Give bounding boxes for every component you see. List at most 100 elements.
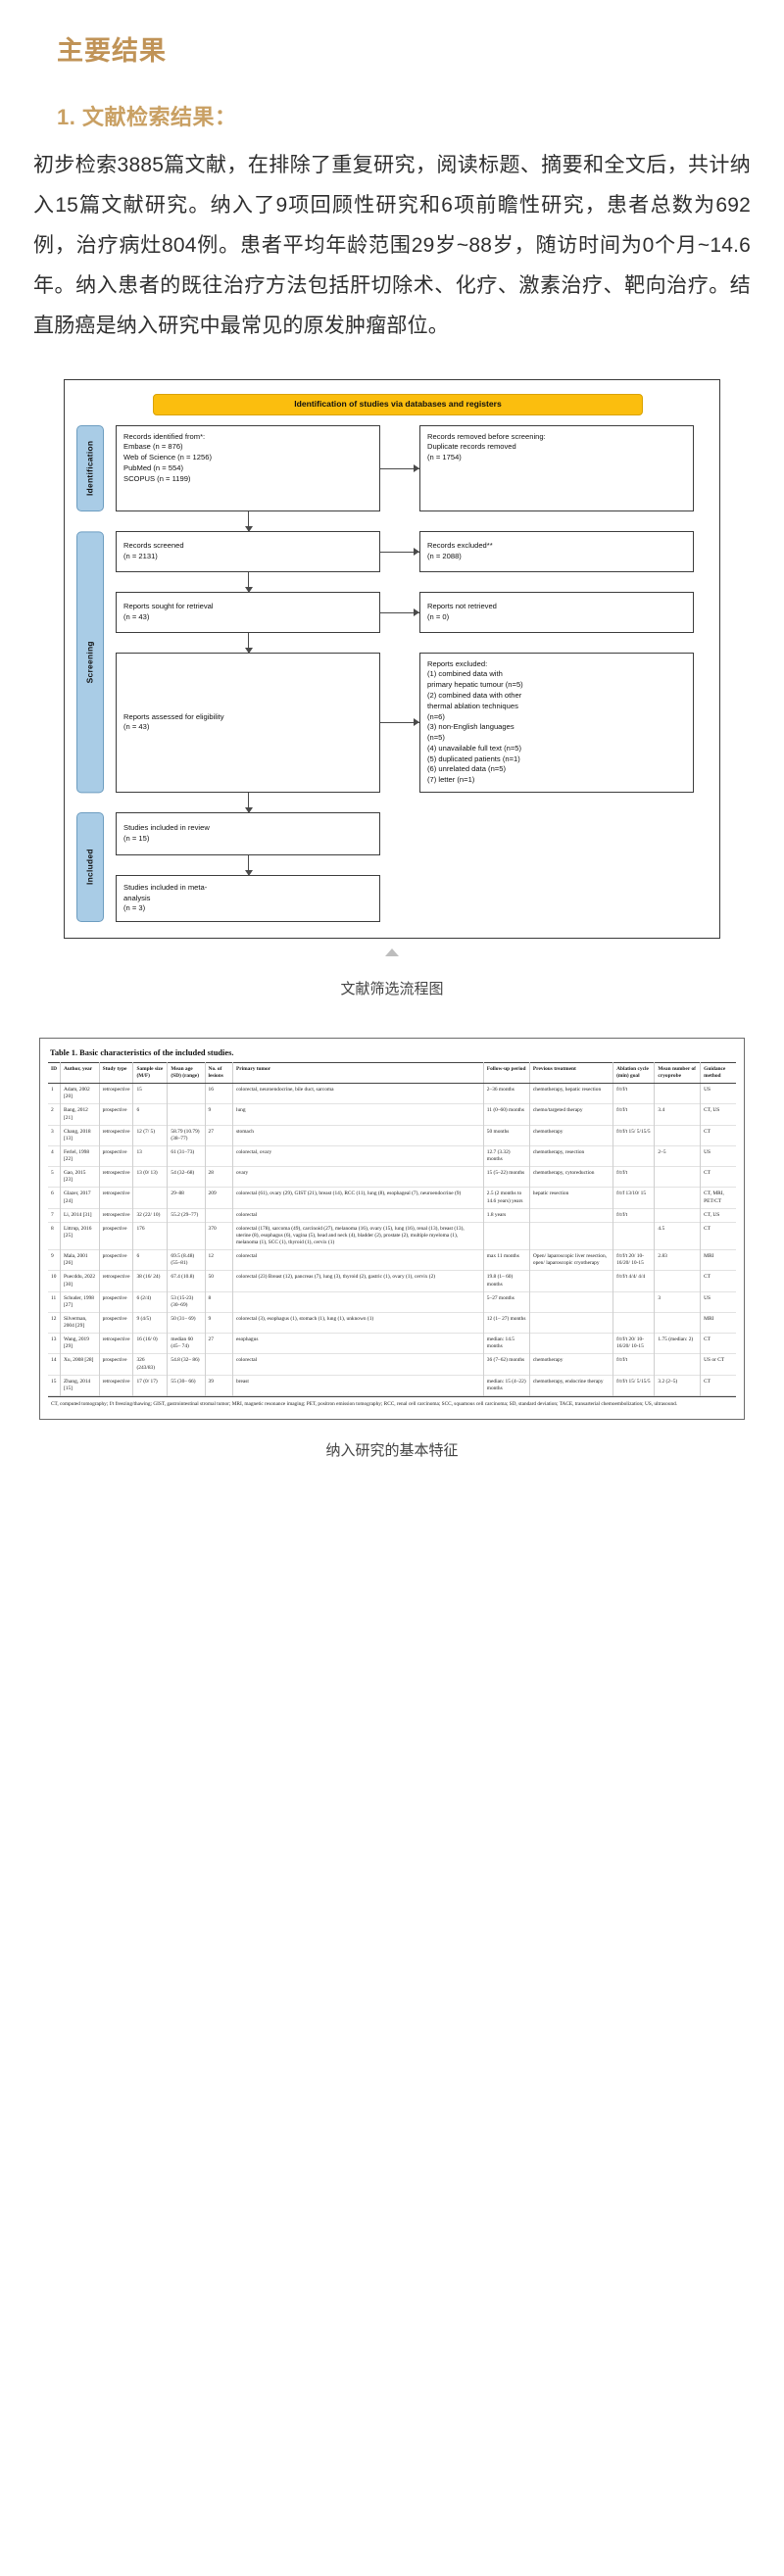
table-cell: 17 (0/ 17) bbox=[132, 1375, 169, 1396]
table-cell: breast bbox=[232, 1375, 484, 1396]
table-cell: 50 (31– 69) bbox=[167, 1312, 206, 1334]
table-cell: f/t/f 13/10/ 15 bbox=[612, 1187, 656, 1209]
table-cell: colorectal bbox=[232, 1208, 484, 1223]
collapse-caret-icon[interactable] bbox=[385, 948, 399, 956]
spacer-15 bbox=[104, 793, 116, 812]
table-cell: retrospective bbox=[99, 1270, 134, 1292]
box-records-removed: Records removed before screening: Duplic… bbox=[419, 424, 694, 511]
table-cell bbox=[205, 1208, 233, 1223]
spacer-19 bbox=[380, 812, 419, 855]
table-cell: 11 bbox=[48, 1291, 61, 1313]
connector-sought-assessed bbox=[116, 632, 380, 654]
spacer-18 bbox=[104, 812, 116, 855]
table-cell: f/t/f/t 4/4/ 4/4 bbox=[612, 1270, 656, 1292]
table-cell: 38 (16/ 24) bbox=[132, 1270, 169, 1292]
table-cell: 9 (4/5) bbox=[132, 1312, 169, 1334]
table-cell: US or CT bbox=[704, 1357, 725, 1364]
table-cell: 27 bbox=[205, 1333, 233, 1354]
spacer-5 bbox=[104, 531, 116, 572]
table-cell: 39 bbox=[205, 1375, 233, 1396]
table-cell bbox=[167, 1083, 206, 1104]
table-cell: 4 bbox=[48, 1145, 61, 1167]
table-cell: 36 (7–62) months bbox=[483, 1353, 530, 1376]
table-cell: 55.2 (29–77) bbox=[167, 1208, 206, 1223]
table-cell: chemotherapy, cytoreduction bbox=[529, 1166, 614, 1188]
table-cell: 13 bbox=[132, 1145, 169, 1167]
table-cell: 16 bbox=[205, 1083, 233, 1104]
table-caption: 纳入研究的基本特征 bbox=[325, 1441, 459, 1459]
table-cell: colorectal, ovary bbox=[232, 1145, 484, 1167]
spacer-26 bbox=[419, 875, 694, 922]
figure-caption: 文献筛选流程图 bbox=[340, 980, 444, 997]
table-cell: Bang, 2012 [21] bbox=[60, 1103, 100, 1126]
table-cell: 3 bbox=[654, 1291, 702, 1313]
table-cell: 15 bbox=[132, 1083, 169, 1104]
connector-identified-screened bbox=[116, 510, 380, 532]
table-cell: Chang, 2018 [13] bbox=[60, 1125, 100, 1146]
spacer-1 bbox=[104, 425, 116, 511]
connector-assessed-included bbox=[116, 792, 380, 813]
table-cell: retrospective bbox=[99, 1187, 134, 1209]
table-cell: 5 bbox=[48, 1166, 61, 1188]
table-cell: chemotherapy, hepatic resection bbox=[529, 1083, 614, 1104]
table-cell: MRI bbox=[704, 1253, 714, 1260]
prisma-diagram: Identification of studies via databases … bbox=[64, 379, 720, 939]
table-cell: 69.5 (8.48) (55–81) bbox=[167, 1249, 206, 1271]
table-cell: 6 bbox=[48, 1187, 61, 1209]
table-cell: 12.7 (3.32) months bbox=[483, 1145, 530, 1167]
table-cell: max 11 months bbox=[483, 1249, 530, 1271]
table-cell: 13 (0/ 13) bbox=[132, 1166, 169, 1188]
box-reports-assessed: Reports assessed for eligibility (n = 43… bbox=[116, 652, 380, 793]
spacer-2 bbox=[104, 511, 116, 531]
table-cell: prospective bbox=[99, 1222, 134, 1250]
box-reports-sought: Reports sought for retrieval (n = 43) bbox=[116, 591, 380, 633]
table-cell: Zhang, 2014 [15] bbox=[60, 1375, 100, 1396]
spacer-6 bbox=[104, 572, 116, 592]
table-cell bbox=[529, 1333, 614, 1354]
table-cell: colorectal (23) Breast (12), pancreas (7… bbox=[232, 1270, 484, 1292]
table-cell: CT, US bbox=[704, 1107, 720, 1114]
table-cell: f/t/f/t 20/ 10-16/20/ 10-15 bbox=[612, 1333, 656, 1354]
phase-identification: Identification bbox=[76, 424, 104, 511]
table-cell bbox=[654, 1208, 702, 1223]
table-column-header: Author, year bbox=[60, 1061, 100, 1085]
table-cell bbox=[167, 1222, 206, 1250]
table-cell: retrospective bbox=[99, 1083, 134, 1104]
spacer-22 bbox=[380, 855, 419, 875]
table-cell: Ferlel, 1998 [22] bbox=[60, 1145, 100, 1167]
table-cell: 370 bbox=[205, 1222, 233, 1250]
table-cell bbox=[205, 1353, 233, 1376]
spacer-21 bbox=[104, 855, 116, 875]
table-cell: 326 (243/83) bbox=[132, 1353, 169, 1376]
table-column-header: Mean number of cryoprobe bbox=[654, 1061, 702, 1085]
table-cell: 3.4 bbox=[654, 1103, 702, 1126]
table-cell: 15 bbox=[48, 1375, 61, 1396]
table-cell: 8 bbox=[205, 1291, 233, 1313]
table-cell: 16 (16/ 0) bbox=[132, 1333, 169, 1354]
table-cell: 2–36 months bbox=[483, 1083, 530, 1104]
table-cell: CT bbox=[704, 1170, 711, 1177]
spacer-12 bbox=[419, 633, 694, 653]
spacer-20 bbox=[419, 812, 694, 855]
table-cell: prospective bbox=[99, 1249, 134, 1271]
table-cell: chemotherapy, endocrine therapy bbox=[529, 1375, 614, 1396]
table-cell: Adam, 2002 [20] bbox=[60, 1083, 100, 1104]
table-cell bbox=[654, 1312, 702, 1334]
table-cell: 29–88 bbox=[167, 1187, 206, 1209]
table-cell: 50 months bbox=[483, 1125, 530, 1146]
table-cell: 9 bbox=[205, 1312, 233, 1334]
table-cell: Gao, 2015 [23] bbox=[60, 1166, 100, 1188]
table-cell: 32 (22/ 10) bbox=[132, 1208, 169, 1223]
table-cell: Puecddu, 2022 [30] bbox=[60, 1270, 100, 1292]
table-cell bbox=[232, 1291, 484, 1313]
table-cell: Wang, 2019 [29] bbox=[60, 1333, 100, 1354]
table-cell: 209 bbox=[205, 1187, 233, 1209]
